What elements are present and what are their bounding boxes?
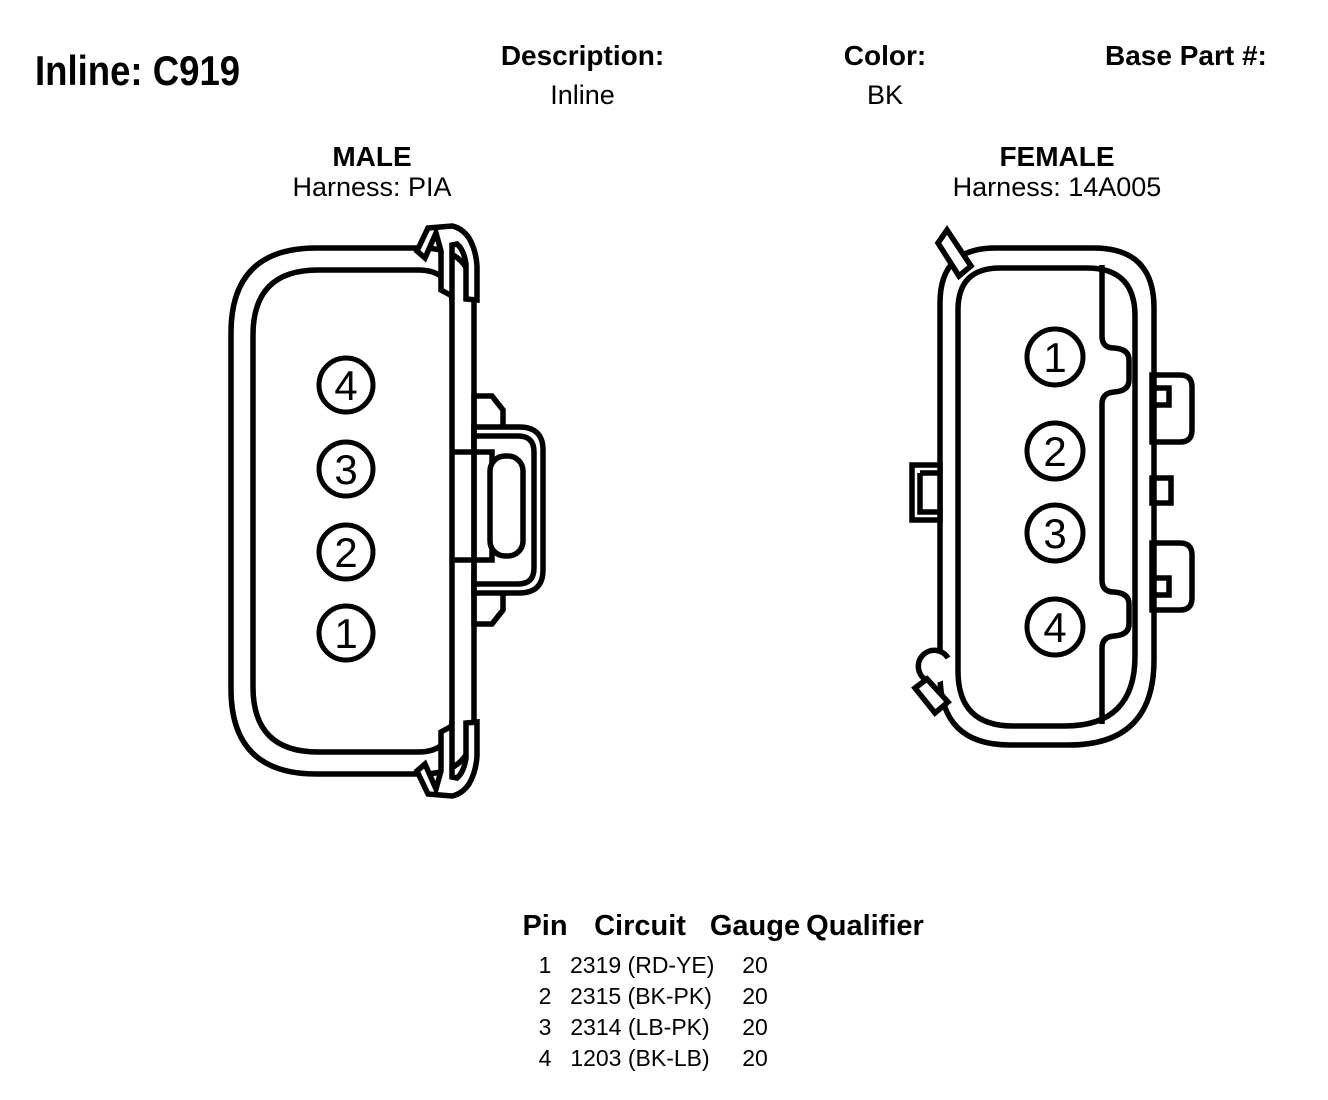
female-right-tabs: [1149, 372, 1195, 613]
male-pin-circle: [316, 439, 376, 499]
male-body: [228, 245, 477, 777]
cell-pin: 2: [538, 983, 552, 1009]
female-pin-circle: [1024, 596, 1086, 658]
cell-pin: 1: [538, 952, 552, 978]
cell-gauge: 20: [742, 983, 768, 1009]
male-connector-diagram: 4 3 2 1: [228, 223, 546, 799]
female-pin-circle: [1024, 420, 1086, 482]
cell-pin: 3: [538, 1014, 552, 1040]
female-pin-number: 3: [1043, 510, 1066, 557]
table-header-pin: Pin: [522, 910, 568, 942]
base-part-label: Base Part #:: [1105, 40, 1267, 71]
male-pin-circle: [316, 355, 376, 415]
color-label: Color:: [843, 40, 927, 71]
male-pin-number: 1: [334, 610, 357, 657]
cell-circuit: 1203 (BK-LB): [570, 1045, 710, 1071]
female-clip-top-left: [934, 225, 975, 281]
female-connector-label: FEMALE: [999, 141, 1115, 172]
male-pin-circle: [316, 603, 376, 663]
description-value: Inline: [550, 80, 615, 110]
female-left-tab: [909, 462, 943, 523]
male-pin-number: 2: [334, 529, 357, 576]
female-pin-number: 1: [1043, 334, 1066, 381]
male-clip-bottom: [413, 718, 480, 799]
cell-gauge: 20: [742, 1045, 768, 1071]
color-value: BK: [866, 80, 904, 110]
male-pin-number: 3: [334, 446, 357, 493]
male-harness-label: Harness: PIA: [292, 172, 452, 202]
female-pins: 1 2 3 4: [1024, 326, 1086, 658]
page-title: Inline: C919: [35, 47, 241, 94]
cell-circuit: 2319 (RD-YE): [570, 952, 715, 978]
cell-pin: 4: [538, 1045, 552, 1071]
table-header-gauge: Gauge: [709, 910, 801, 942]
male-pins: 4 3 2 1: [316, 355, 376, 663]
female-body: [937, 245, 1157, 748]
female-hook-bottom-left: [911, 647, 952, 717]
description-label: Description:: [500, 40, 665, 71]
male-pin-circle: [316, 522, 376, 582]
cell-gauge: 20: [742, 1014, 768, 1040]
female-pin-number: 2: [1043, 428, 1066, 475]
male-latch: [453, 393, 546, 627]
male-pin-number: 4: [334, 362, 357, 409]
female-pin-number: 4: [1043, 604, 1066, 651]
cell-circuit: 2314 (LB-PK): [570, 1014, 710, 1040]
cell-gauge: 20: [742, 952, 768, 978]
table-header-qualifier: Qualifier: [806, 910, 924, 942]
female-connector-diagram: 1 2 3 4: [909, 225, 1195, 748]
table-header-circuit: Circuit: [594, 910, 686, 942]
male-clip-top: [413, 223, 480, 304]
female-harness-label: Harness: 14A005: [952, 172, 1162, 202]
female-pin-circle: [1024, 502, 1086, 564]
female-pin-circle: [1024, 326, 1086, 388]
cell-circuit: 2315 (BK-PK): [570, 983, 712, 1009]
male-connector-label: MALE: [332, 141, 412, 172]
